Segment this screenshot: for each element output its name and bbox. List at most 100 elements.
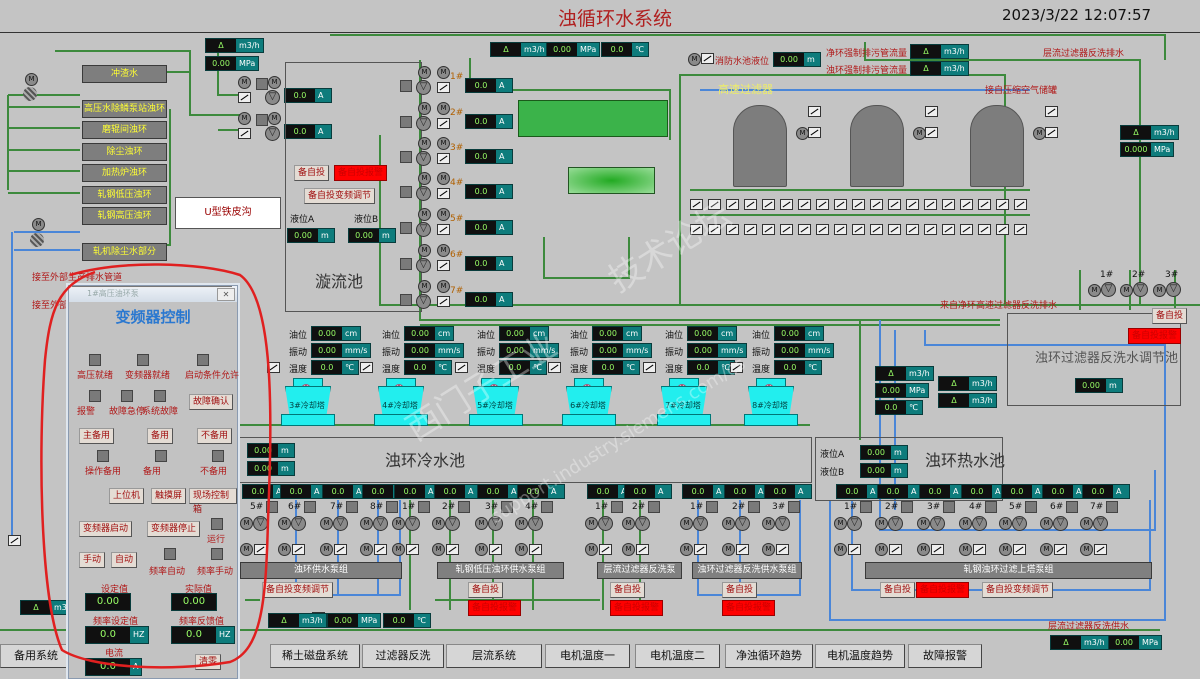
valve-icon[interactable]: [1013, 544, 1026, 555]
valve-icon[interactable]: [374, 544, 387, 555]
nav-button[interactable]: 电机温度一: [545, 644, 630, 668]
pump-icon[interactable]: ▽: [416, 222, 431, 237]
valve-icon[interactable]: [254, 544, 267, 555]
manual-button[interactable]: 手动: [79, 552, 106, 568]
backup-auto-button[interactable]: 备自投: [610, 582, 646, 598]
loop-box[interactable]: 轧钢高压浊环: [82, 207, 167, 225]
valve-icon[interactable]: [942, 199, 955, 210]
pump-icon[interactable]: ▽: [416, 294, 431, 309]
pump-icon[interactable]: ▽: [488, 516, 503, 531]
pump-icon[interactable]: ▽: [1166, 282, 1181, 297]
valve-icon[interactable]: [762, 199, 775, 210]
valve-icon[interactable]: [1094, 544, 1107, 555]
backup-alarm-button[interactable]: 备自投报警: [610, 600, 664, 616]
valve-icon[interactable]: [708, 224, 721, 235]
pump-icon[interactable]: ▽: [416, 116, 431, 131]
valve-icon[interactable]: [548, 362, 561, 373]
backup-auto-button[interactable]: 备自投: [1152, 308, 1188, 324]
control-source-button[interactable]: 触摸屏: [151, 488, 187, 504]
valve-icon[interactable]: [996, 199, 1009, 210]
valve-icon[interactable]: [925, 127, 938, 138]
loop-box[interactable]: 冲渣水: [82, 65, 167, 83]
nav-button[interactable]: 净浊循环趋势: [725, 644, 813, 668]
valve-icon[interactable]: [690, 224, 703, 235]
nav-button[interactable]: 电机温度二: [635, 644, 720, 668]
valve-icon[interactable]: [360, 362, 373, 373]
pump-icon[interactable]: ▽: [735, 516, 750, 531]
cooling-tower[interactable]: M7#冷却塔: [657, 378, 711, 426]
pump-icon[interactable]: ▽: [847, 516, 862, 531]
valve-icon[interactable]: [690, 199, 703, 210]
valve-icon[interactable]: [888, 224, 901, 235]
pump-icon[interactable]: ▽: [265, 90, 280, 105]
loop-box[interactable]: 高压水除鳞泵站浊环: [82, 100, 167, 118]
cooling-tower[interactable]: M4#冷却塔: [374, 378, 428, 426]
pump-icon[interactable]: ▽: [1053, 516, 1068, 531]
pump-icon[interactable]: ▽: [265, 126, 280, 141]
pump-icon[interactable]: ▽: [972, 516, 987, 531]
valve-icon[interactable]: [437, 296, 450, 307]
auto-button[interactable]: 自动: [111, 552, 138, 568]
valve-icon[interactable]: [906, 224, 919, 235]
valve-icon[interactable]: [942, 224, 955, 235]
backup-auto-button[interactable]: 备自投变频调节: [262, 582, 334, 598]
backup-alarm-button[interactable]: 备自投报警: [334, 165, 388, 181]
valve-icon[interactable]: [960, 224, 973, 235]
pump-icon[interactable]: ▽: [416, 80, 431, 95]
pump-icon[interactable]: ▽: [1101, 282, 1116, 297]
cooling-tower[interactable]: M8#冷却塔: [744, 378, 798, 426]
valve-icon[interactable]: [455, 362, 468, 373]
valve-icon[interactable]: [238, 92, 251, 103]
vfd-start-button[interactable]: 变频器启动: [79, 521, 133, 537]
backup-auto-button[interactable]: 备自投: [294, 165, 330, 181]
valve-icon[interactable]: [852, 224, 865, 235]
valve-icon[interactable]: [978, 224, 991, 235]
backup-alarm-button[interactable]: 备自投报警: [468, 600, 522, 616]
loop-box[interactable]: 除尘浊环: [82, 143, 167, 161]
close-icon[interactable]: ✕: [217, 288, 235, 301]
control-source-button[interactable]: 上位机: [109, 488, 145, 504]
pump-icon[interactable]: ▽: [291, 516, 306, 531]
valve-icon[interactable]: [834, 224, 847, 235]
valve-icon[interactable]: [924, 224, 937, 235]
valve-icon[interactable]: [489, 544, 502, 555]
valve-icon[interactable]: [780, 199, 793, 210]
standby-button[interactable]: 不备用: [197, 428, 233, 444]
valve-icon[interactable]: [816, 224, 829, 235]
valve-icon[interactable]: [848, 544, 861, 555]
nav-button[interactable]: 故障报警: [908, 644, 982, 668]
control-source-button[interactable]: 现场控制箱: [189, 488, 237, 515]
valve-icon[interactable]: [437, 118, 450, 129]
backup-auto-button[interactable]: 备自投: [722, 582, 758, 598]
valve-icon[interactable]: [924, 199, 937, 210]
cooling-tower[interactable]: M5#冷却塔: [469, 378, 523, 426]
cooling-tower[interactable]: M6#冷却塔: [562, 378, 616, 426]
valve-icon[interactable]: [726, 199, 739, 210]
valve-icon[interactable]: [292, 544, 305, 555]
nav-button[interactable]: 电机温度趋势: [815, 644, 905, 668]
valve-icon[interactable]: [808, 106, 821, 117]
valve-icon[interactable]: [730, 362, 743, 373]
standby-button[interactable]: 主备用: [79, 428, 115, 444]
cooling-tower[interactable]: M3#冷却塔: [281, 378, 335, 426]
valve-icon[interactable]: [906, 199, 919, 210]
valve-icon[interactable]: [852, 199, 865, 210]
valve-icon[interactable]: [808, 127, 821, 138]
valve-icon[interactable]: [744, 199, 757, 210]
pump-icon[interactable]: ▽: [405, 516, 420, 531]
valve-icon[interactable]: [1054, 544, 1067, 555]
backup-alarm-button[interactable]: 备自投报警: [1128, 328, 1182, 344]
valve-icon[interactable]: [708, 199, 721, 210]
pump-icon[interactable]: ▽: [1012, 516, 1027, 531]
pump-icon[interactable]: ▽: [775, 516, 790, 531]
loop-box[interactable]: 轧钢低压浊环: [82, 186, 167, 204]
valve-icon[interactable]: [744, 224, 757, 235]
pump-icon[interactable]: ▽: [930, 516, 945, 531]
valve-icon[interactable]: [889, 544, 902, 555]
valve-icon[interactable]: [529, 544, 542, 555]
valve-icon[interactable]: [1014, 224, 1027, 235]
valve-icon[interactable]: [798, 199, 811, 210]
valve-icon[interactable]: [834, 199, 847, 210]
valve-icon[interactable]: [870, 224, 883, 235]
valve-icon[interactable]: [437, 153, 450, 164]
